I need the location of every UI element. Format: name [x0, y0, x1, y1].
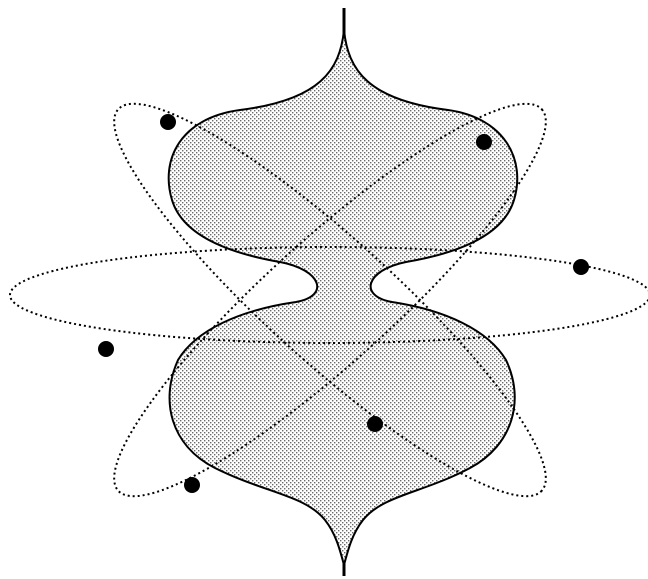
electron: [573, 259, 589, 275]
electron: [476, 134, 492, 150]
electron: [184, 477, 200, 493]
electron: [367, 416, 383, 432]
electron: [98, 341, 114, 357]
electron: [160, 114, 176, 130]
dotted-cloud-body: [169, 30, 518, 565]
